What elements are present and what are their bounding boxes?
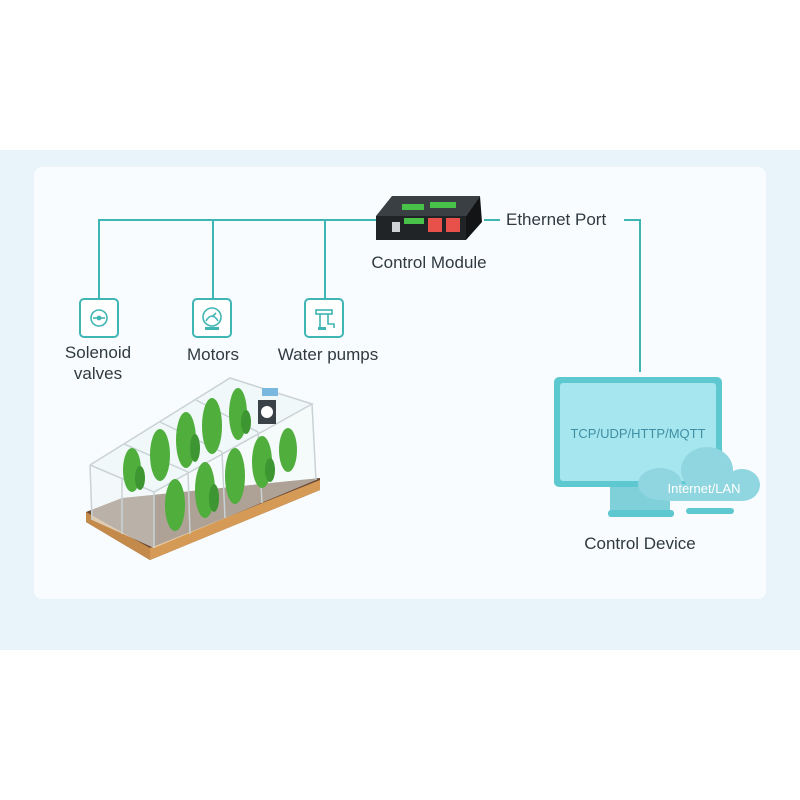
- control-module-device: [376, 196, 482, 240]
- greenhouse-roof: [90, 378, 312, 492]
- monitor-screen: [560, 383, 716, 481]
- protocols-label: TCP/UDP/HTTP/MQTT: [570, 426, 706, 441]
- cloud-shape: [638, 447, 760, 501]
- greenhouse-illustration: [86, 377, 320, 560]
- motors-label: Motors: [187, 345, 239, 364]
- water-pumps-label: Water pumps: [277, 345, 379, 364]
- network-label: Internet/LAN: [667, 481, 741, 496]
- solenoid-valves-label-line2: valves: [73, 364, 123, 383]
- control-device-illustration: [554, 377, 760, 517]
- ethernet-to-device-line: [624, 219, 641, 372]
- water-pump-icon: [304, 298, 344, 338]
- control-device-label: Control Device: [584, 534, 696, 553]
- solenoid-valve-icon: [79, 298, 119, 338]
- ethernet-port-label: Ethernet Port: [506, 210, 607, 229]
- control-module-label: Control Module: [371, 253, 487, 272]
- solenoid-valves-label-line1: Solenoid: [64, 343, 132, 362]
- motor-icon: [192, 298, 232, 338]
- connector-lines: [98, 219, 641, 372]
- top-bus-line: [98, 219, 386, 298]
